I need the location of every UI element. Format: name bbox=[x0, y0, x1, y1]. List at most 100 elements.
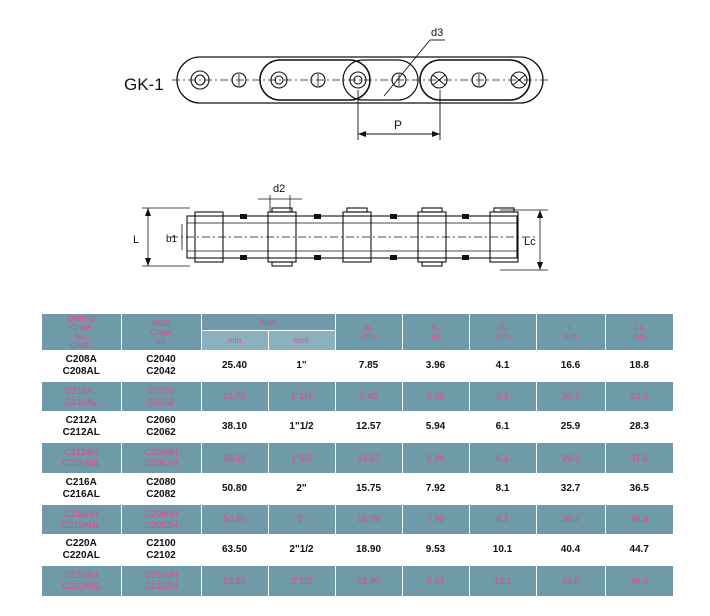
cell-pitch-mm: 38.10 bbox=[200, 411, 269, 444]
header-d2: d₂ mm bbox=[401, 312, 470, 351]
cell-lc: 18.8 bbox=[604, 350, 675, 382]
top-outline bbox=[176, 56, 544, 104]
cell-lc: 28.3 bbox=[604, 411, 675, 444]
dim-d2-label: d2 bbox=[273, 183, 285, 195]
cell-b1: 18.90 bbox=[334, 565, 403, 598]
cell-pitch-mm: 50.80 bbox=[200, 472, 269, 505]
cell-d3: 6.1 bbox=[468, 411, 537, 444]
subheader-row: mm inch bbox=[41, 330, 674, 351]
cell-d2: 9.53 bbox=[401, 534, 470, 567]
cell-l: 25.9 bbox=[535, 411, 606, 444]
cell-pitch-inch: 1"1/2 bbox=[267, 411, 336, 444]
cell-b1: 7.85 bbox=[334, 350, 403, 382]
cell-b1: 15.75 bbox=[334, 472, 403, 505]
cell-pitch-mm: 50.80 bbox=[200, 503, 269, 536]
spec-table: DINISO Chain No. CHJC ANSI Chain No. Pit… bbox=[40, 312, 676, 598]
plate-2 bbox=[419, 59, 531, 101]
cell-lc: 23.3 bbox=[604, 380, 675, 413]
cell-d3: 5.1 bbox=[468, 380, 537, 413]
cell-b1: 18.90 bbox=[334, 534, 403, 567]
chain-drawings: GK-1 d3 bbox=[124, 27, 548, 271]
cell-pitch-inch: 2"1/2 bbox=[267, 534, 336, 567]
cell-d2: 3.96 bbox=[401, 350, 470, 382]
cell-l: 16.6 bbox=[535, 350, 606, 382]
cell-lc: 46.9 bbox=[604, 565, 675, 598]
cell-d3: 10.1 bbox=[468, 534, 537, 567]
cell-pitch-mm: 31.75 bbox=[200, 380, 269, 413]
cell-b1: 15.75 bbox=[334, 503, 403, 536]
cell-pitch-inch: 2"1/2 bbox=[267, 565, 336, 598]
cell-pitch-inch: 2" bbox=[267, 503, 336, 536]
cell-d3: 4.1 bbox=[468, 350, 537, 382]
cell-pitch-inch: 2" bbox=[267, 472, 336, 505]
cell-b1: 12.57 bbox=[334, 442, 403, 474]
header-d3: d₃ mm bbox=[468, 312, 537, 351]
top-view-drawing: GK-1 d3 bbox=[124, 27, 548, 140]
cell-pitch-mm: 63.50 bbox=[200, 565, 269, 598]
header-l: L mm bbox=[535, 312, 606, 351]
cell-d2: 5.94 bbox=[401, 411, 470, 444]
header-diniso: DINISO Chain No. CHJC bbox=[40, 312, 122, 351]
header-b1: b₁ mm bbox=[334, 312, 403, 351]
cell-d2: 5.94 bbox=[401, 442, 470, 474]
cell-d3: 8.1 bbox=[468, 503, 537, 536]
dim-p-label: P bbox=[394, 118, 402, 132]
dim-d3-label: d3 bbox=[431, 27, 443, 39]
cell-d2: 7.92 bbox=[401, 472, 470, 505]
cell-lc: 39.4 bbox=[604, 503, 675, 536]
cell-d3: 6.1 bbox=[468, 442, 537, 474]
side-view-drawing: d2 L b1 Lc bbox=[133, 183, 548, 271]
cell-l: 20.7 bbox=[535, 380, 606, 413]
cell-d3: 8.1 bbox=[468, 472, 537, 505]
plate-1 bbox=[259, 59, 371, 101]
header-ansi: ANSI Chain No. bbox=[120, 312, 202, 351]
cell-d2: 9.53 bbox=[401, 565, 470, 598]
cell-l: 36.2 bbox=[535, 503, 606, 536]
cell-pitch-inch: 1"1/2 bbox=[267, 442, 336, 474]
cell-lc: 44.7 bbox=[604, 534, 675, 567]
dim-lc-label: Lc bbox=[524, 236, 536, 248]
header-pitch: Pitch bbox=[200, 312, 336, 331]
cell-d2: 7.92 bbox=[401, 503, 470, 536]
spec-table-wrapper: DINISO Chain No. CHJC ANSI Chain No. Pit… bbox=[40, 312, 676, 598]
dim-l-label: L bbox=[133, 234, 139, 246]
cell-d3: 10.1 bbox=[468, 565, 537, 598]
cell-pitch-inch: 1"1/4 bbox=[267, 380, 336, 413]
header-row: DINISO Chain No. CHJC ANSI Chain No. Pit… bbox=[40, 312, 675, 351]
dim-b1-label: b1 bbox=[166, 234, 178, 245]
cell-pitch-inch: 1" bbox=[267, 350, 336, 382]
subheader-mm: mm bbox=[200, 330, 269, 351]
plate-3 bbox=[342, 59, 419, 101]
cell-b1: 9.40 bbox=[334, 380, 403, 413]
cell-lc: 36.5 bbox=[604, 472, 675, 505]
top-view-label: GK-1 bbox=[124, 75, 164, 94]
cell-l: 29.2 bbox=[535, 442, 606, 474]
cell-pitch-mm: 38.10 bbox=[200, 442, 269, 474]
cell-pitch-mm: 25.40 bbox=[200, 350, 269, 382]
